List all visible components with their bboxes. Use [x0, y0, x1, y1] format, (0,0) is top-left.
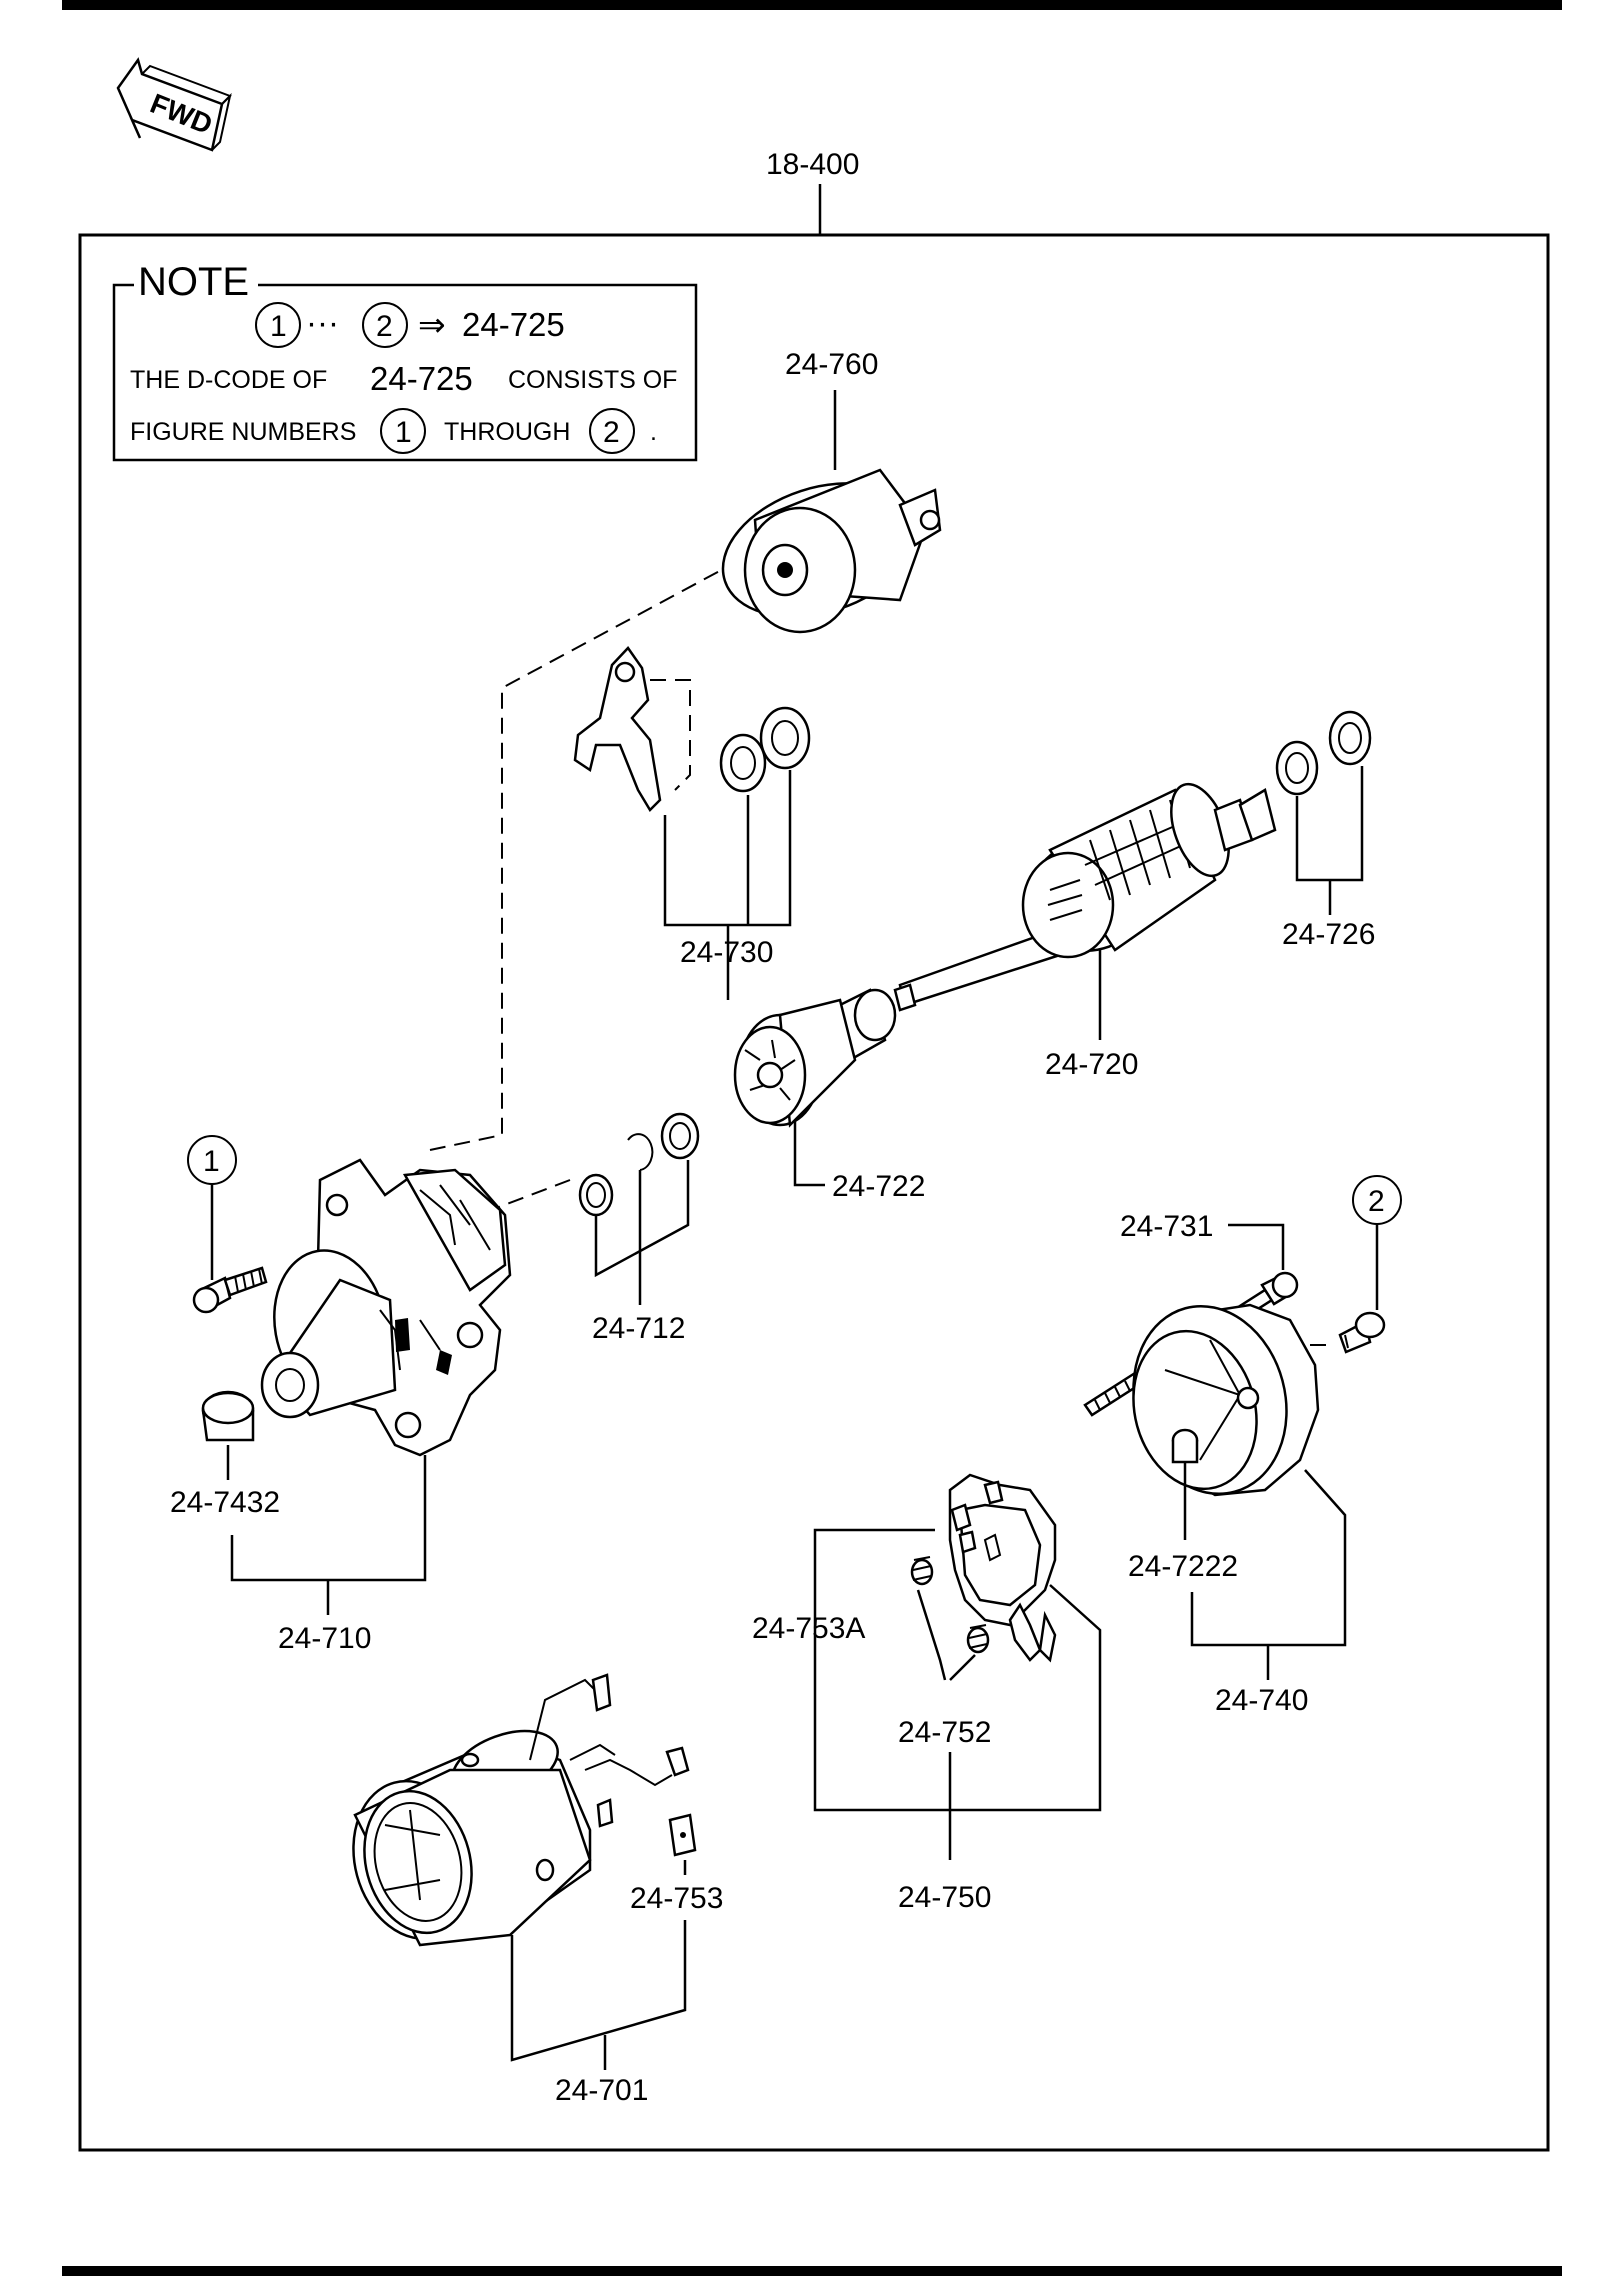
washer-part-1	[719, 733, 767, 793]
label-24-701: 24-701	[555, 2074, 648, 2107]
fwd-arrow-icon: FWD	[116, 57, 232, 152]
label-24-740: 24-740	[1215, 1684, 1308, 1717]
label-24-753A: 24-753A	[752, 1612, 865, 1645]
note-box: NOTE 1 ··· 2 ⇒ 24-725 THE D-CODE OF 24-7…	[112, 260, 698, 462]
spring-part-2	[966, 1624, 990, 1654]
brush-holder-part	[948, 1473, 1057, 1663]
label-24-710: 24-710	[278, 1622, 371, 1655]
washer-part-3	[1275, 740, 1319, 796]
armature-part	[893, 782, 1277, 1012]
label-24-712: 24-712	[592, 1312, 685, 1345]
washer-part-4	[1328, 710, 1372, 766]
note-line1-code: 24-725	[370, 360, 473, 397]
label-24-722: 24-722	[832, 1170, 925, 1203]
note-title: NOTE	[138, 260, 249, 304]
bushing-part	[201, 1390, 255, 1442]
ring-part-1	[578, 1173, 614, 1217]
pinion-part	[733, 988, 897, 1128]
note-line2-start: 1	[395, 416, 412, 449]
bottom-border-bar	[62, 2266, 1562, 2276]
label-24-730: 24-730	[680, 936, 773, 969]
note-line2-period: .	[650, 418, 657, 446]
label-24-731: 24-731	[1120, 1210, 1213, 1243]
label-24-760: 24-760	[785, 348, 878, 381]
assembly-ref-label: 18-400	[766, 148, 859, 181]
end-frame-part	[1132, 1303, 1320, 1497]
note-line2-end: 2	[603, 416, 620, 449]
note-formula-target: 24-725	[462, 306, 565, 343]
solenoid-part	[721, 468, 942, 634]
note-formula-arrow: ⇒	[418, 306, 446, 343]
note-formula-dots: ···	[306, 304, 339, 341]
label-24-750: 24-750	[898, 1881, 991, 1914]
brush-clip-part	[668, 1813, 697, 1857]
label-24-726: 24-726	[1282, 918, 1375, 951]
label-24-752: 24-752	[898, 1716, 991, 1749]
top-border-bar	[62, 0, 1562, 10]
ring-part-2	[627, 1133, 654, 1171]
note-line2-mid: THROUGH	[444, 418, 570, 446]
lever-part	[573, 646, 662, 813]
bolt-part-2	[1338, 1311, 1386, 1354]
label-24-7432: 24-7432	[170, 1486, 280, 1519]
drive-housing-part	[260, 1158, 512, 1457]
label-24-7222: 24-7222	[1128, 1550, 1238, 1583]
callout-2-number: 2	[1368, 1185, 1385, 1218]
callout-1-number: 1	[203, 1145, 220, 1178]
note-line1-a: THE D-CODE OF	[130, 366, 327, 394]
diagram-frame	[78, 233, 1550, 2152]
washer-part-2	[759, 706, 811, 770]
label-24-753: 24-753	[630, 1882, 723, 1915]
yoke-part	[352, 1673, 690, 1947]
label-24-720: 24-720	[1045, 1048, 1138, 1081]
ring-part-3	[660, 1112, 700, 1160]
note-formula-start: 1	[270, 310, 287, 343]
bolt-part-1	[192, 1266, 268, 1314]
note-line1-b: CONSISTS OF	[508, 366, 677, 394]
spring-part-1	[910, 1556, 934, 1586]
note-line2-a: FIGURE NUMBERS	[130, 418, 356, 446]
note-formula-end: 2	[376, 310, 393, 343]
